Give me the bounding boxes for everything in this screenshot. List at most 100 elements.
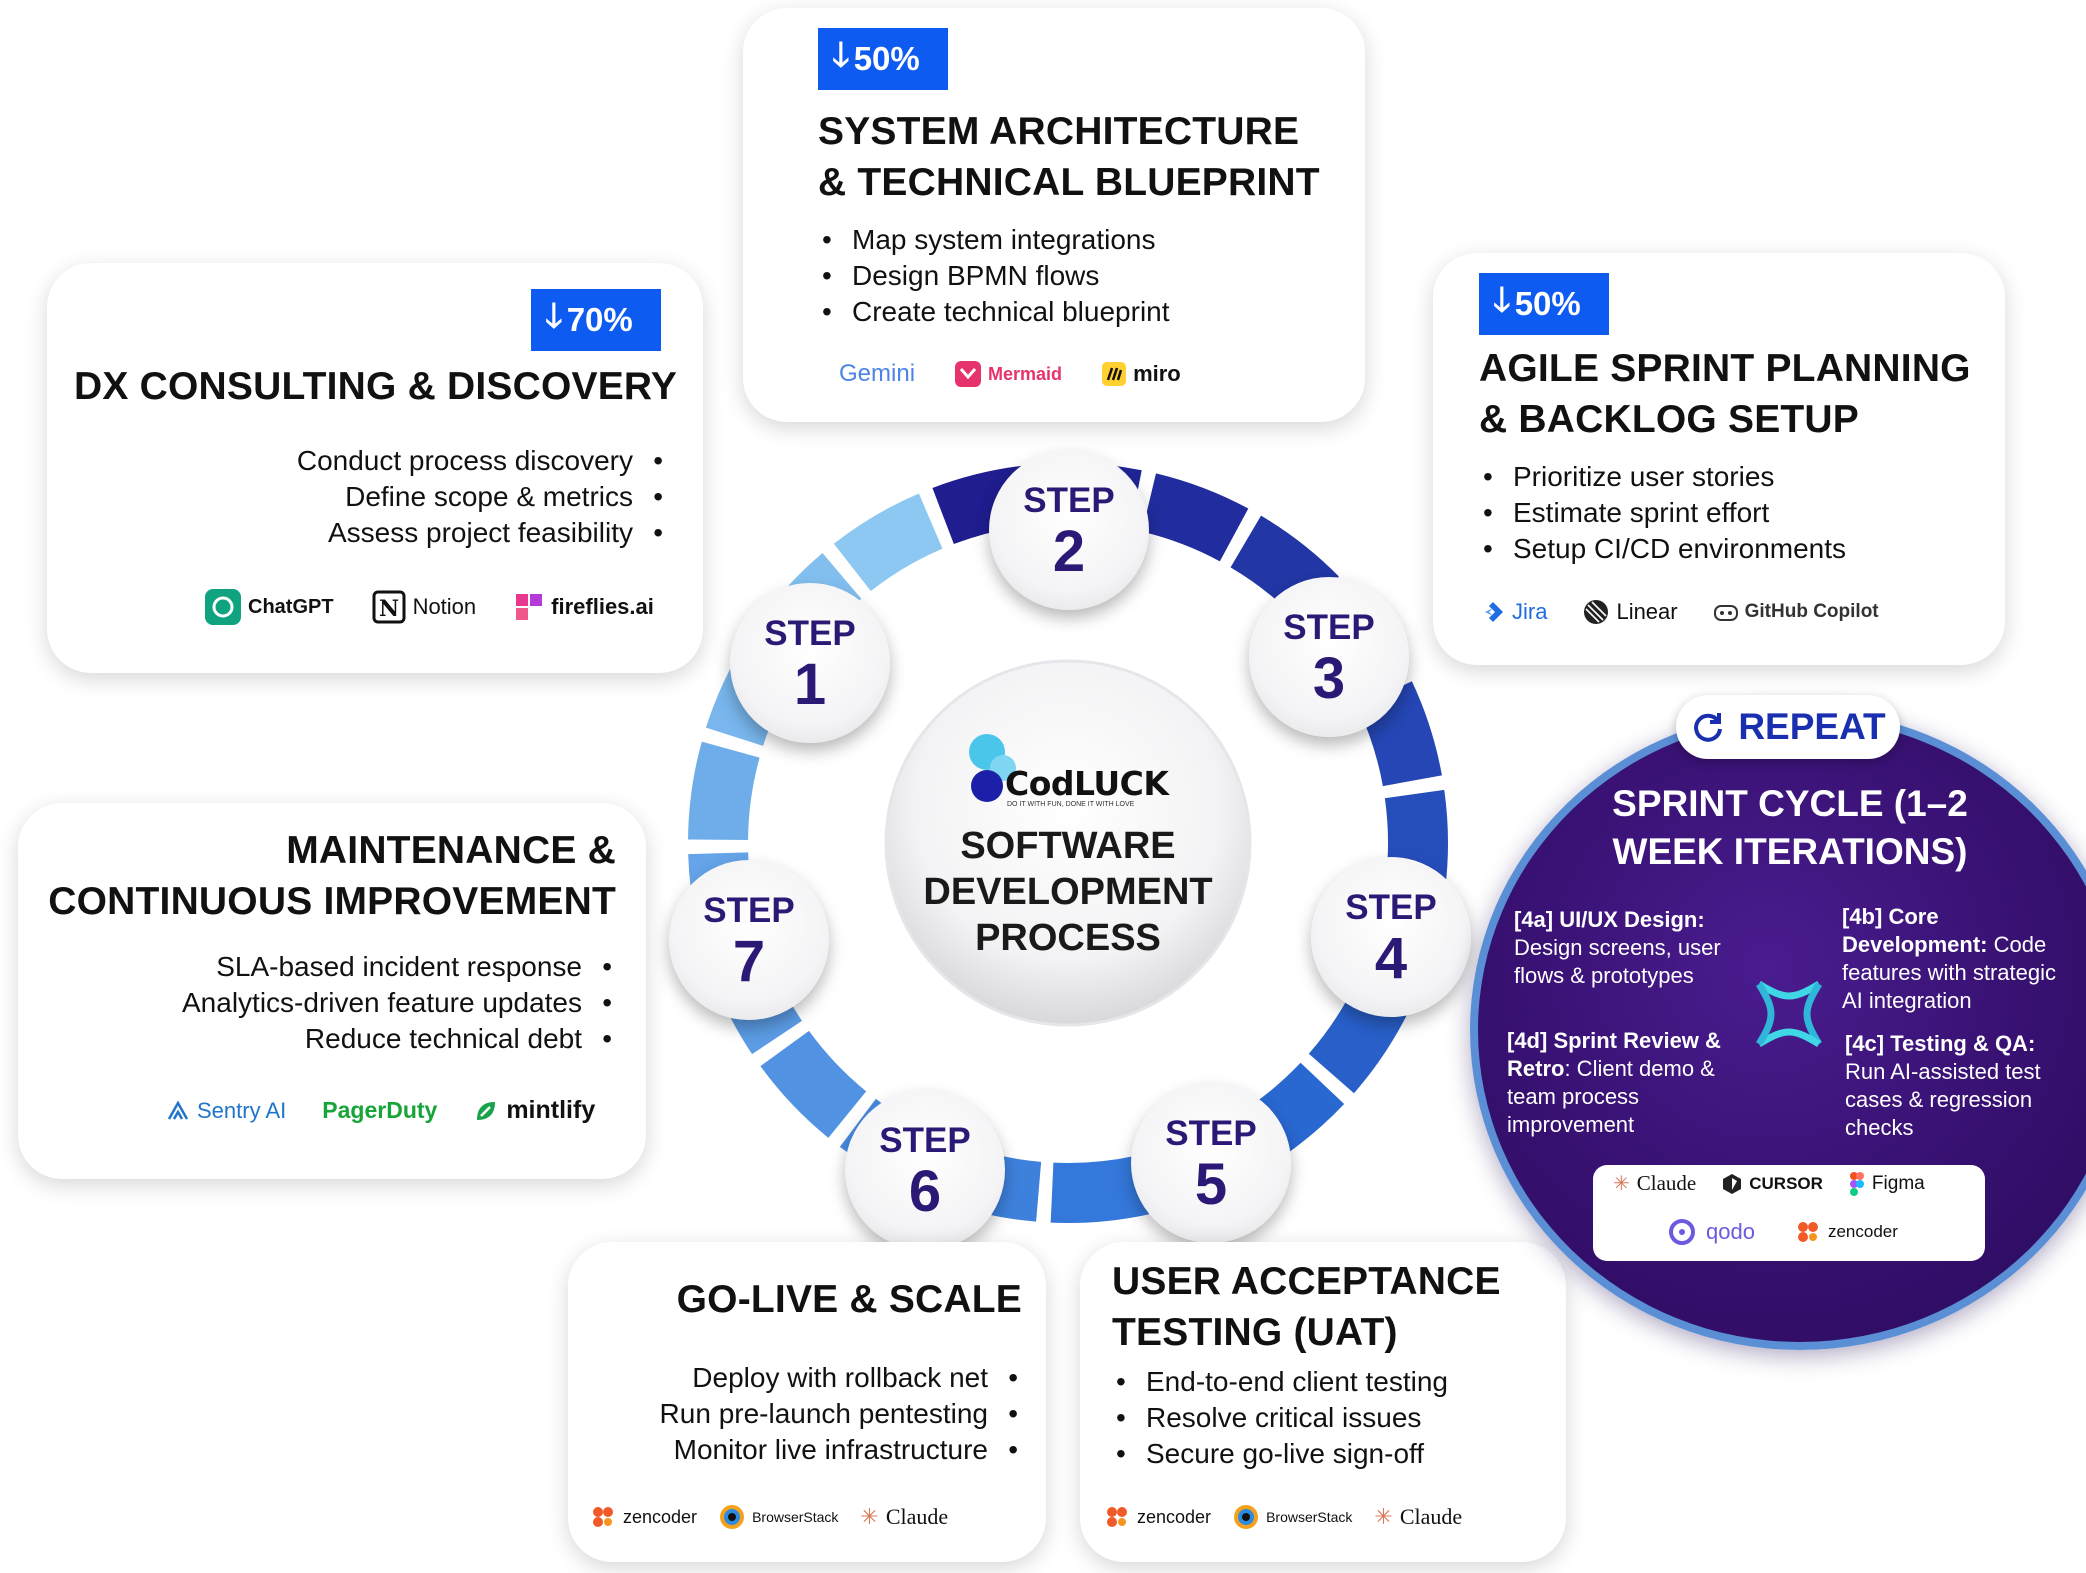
card-go-live: GO-LIVE & SCALE Deploy with rollback net… xyxy=(568,1242,1046,1562)
ring-segment xyxy=(760,1030,867,1138)
tool-name: BrowserStack xyxy=(1266,1509,1353,1525)
sprint-item-heading: [4d] Sprint Review & Retro xyxy=(1507,1028,1721,1081)
center-logo: CodLUCK DO IT WITH FUN, DONE IT WITH LOV… xyxy=(965,728,1175,808)
mermaid-icon xyxy=(955,361,982,387)
sprint-item-text: Design screens, user flows & prototypes xyxy=(1514,935,1721,988)
chatgpt-logo: ChatGPT xyxy=(205,589,334,625)
mintlify-logo: mintlify xyxy=(473,1096,595,1125)
bullet-list: Map system integrations Design BPMN flow… xyxy=(818,222,1170,330)
tool-name: zencoder xyxy=(1827,1222,1898,1241)
tool-name: zencoder xyxy=(1137,1506,1212,1527)
step-2[interactable]: STEP 2 xyxy=(989,450,1149,610)
title-line: AGILE SPRINT PLANNING xyxy=(1479,347,1971,390)
fireflies-logo: fireflies.ai xyxy=(514,592,654,622)
tool-logos: Jira Linear GitHub Copilot xyxy=(1481,599,1879,625)
bullet-item: Deploy with rollback net xyxy=(660,1360,1022,1396)
tool-name: Mermaid xyxy=(988,363,1063,384)
cycle-knot-icon xyxy=(1756,981,1822,1047)
tool-name: mintlify xyxy=(506,1096,596,1124)
copilot-icon xyxy=(1713,605,1738,621)
step-number: 4 xyxy=(1374,926,1408,991)
repeat-label: REPEAT xyxy=(1738,706,1886,747)
logo-text: CodLUCK xyxy=(1005,764,1169,803)
badge-value: 50% xyxy=(853,40,920,77)
bullet-item: Map system integrations xyxy=(818,222,1170,258)
step-label: STEP xyxy=(764,614,856,653)
browserstack-icon xyxy=(1234,1505,1259,1529)
step-number: 7 xyxy=(732,929,766,994)
zencoder-icon xyxy=(593,1507,613,1527)
title-line: CONTINUOUS IMPROVEMENT xyxy=(48,880,616,923)
card-system-architecture: 🡓50% SYSTEM ARCHITECTURE & TECHNICAL BLU… xyxy=(743,8,1365,422)
tool-logos: Sentry AI PagerDuty mintlify xyxy=(166,1096,595,1125)
title-line: & BACKLOG SETUP xyxy=(1479,398,1860,441)
card-dx-consulting: 🡓70% DX CONSULTING & DISCOVERY Conduct p… xyxy=(47,263,703,673)
card-title: MAINTENANCE & CONTINUOUS IMPROVEMENT xyxy=(48,825,616,927)
center-title-line3: PROCESS xyxy=(975,917,1161,959)
figma-icon xyxy=(1849,1171,1864,1196)
card-title: USER ACCEPTANCE TESTING (UAT) xyxy=(1112,1256,1501,1358)
tool-name: ChatGPT xyxy=(248,595,334,618)
step-3[interactable]: STEP 3 xyxy=(1249,577,1409,737)
tool-name: Notion xyxy=(412,594,477,619)
bullet-item: Conduct process discovery xyxy=(297,443,667,479)
claude-icon: ✳ xyxy=(1613,1173,1630,1195)
center-title-line1: SOFTWARE xyxy=(960,825,1176,867)
title-line: SYSTEM ARCHITECTURE xyxy=(818,110,1300,153)
tool-name: Claude xyxy=(885,1504,949,1529)
step-6[interactable]: STEP 6 xyxy=(845,1090,1005,1250)
step-label: STEP xyxy=(879,1121,971,1160)
github-copilot-logo: GitHub Copilot xyxy=(1713,601,1879,623)
tool-name: Gemini xyxy=(839,360,916,387)
pagerduty-logo: PagerDuty xyxy=(322,1097,437,1124)
sprint-item-text: : Client demo & team process improvement xyxy=(1507,1056,1715,1137)
ring-segment xyxy=(1142,473,1249,562)
claude-icon: ✳ xyxy=(1374,1504,1393,1529)
bullet-list: Prioritize user stories Estimate sprint … xyxy=(1479,459,1846,567)
tool-logos-row2: qodo zencoder xyxy=(1669,1219,1898,1245)
zencoder-logo: zencoder xyxy=(1104,1504,1211,1530)
sprint-item-4c: [4c] Testing & QA: Run AI-assisted test … xyxy=(1845,1030,2065,1142)
linear-icon xyxy=(1584,600,1609,624)
card-maintenance: MAINTENANCE & CONTINUOUS IMPROVEMENT SLA… xyxy=(18,803,646,1179)
step-1[interactable]: STEP 1 xyxy=(730,583,890,743)
claude-logo: ✳ Claude xyxy=(1374,1504,1462,1530)
tool-logos: ChatGPT N Notion fireflies.ai xyxy=(205,589,654,625)
tool-name: PagerDuty xyxy=(322,1097,438,1123)
bullet-item: Define scope & metrics xyxy=(297,479,667,515)
browserstack-icon xyxy=(720,1505,745,1529)
miro-icon xyxy=(1102,362,1127,386)
step-4[interactable]: STEP 4 xyxy=(1311,857,1471,1017)
sprint-item-text: Run AI-assisted test cases & regression … xyxy=(1845,1059,2041,1140)
step-7[interactable]: STEP 7 xyxy=(669,860,829,1020)
mintlify-icon xyxy=(477,1101,496,1120)
title-line: USER ACCEPTANCE xyxy=(1112,1260,1501,1303)
bullet-list: Deploy with rollback net Run pre-launch … xyxy=(660,1360,1022,1468)
tool-logos: zencoder BrowserStack ✳ Claude xyxy=(1104,1504,1462,1530)
card-title: AGILE SPRINT PLANNING & BACKLOG SETUP xyxy=(1479,343,1971,445)
bullet-item: Prioritize user stories xyxy=(1479,459,1846,495)
step-5[interactable]: STEP 5 xyxy=(1131,1083,1291,1243)
miro-logo: miro xyxy=(1102,361,1181,387)
tool-name: Claude xyxy=(1636,1171,1697,1195)
tool-logos: zencoder BrowserStack ✳ Claude xyxy=(590,1504,948,1530)
step-number: 1 xyxy=(793,652,827,717)
title-line: TESTING (UAT) xyxy=(1112,1311,1398,1354)
refresh-icon xyxy=(1694,713,1723,742)
bullet-item: Analytics-driven feature updates xyxy=(182,985,616,1021)
card-title: DX CONSULTING & DISCOVERY xyxy=(74,365,678,408)
repeat-pill[interactable]: REPEAT xyxy=(1676,695,1900,759)
tool-name: miro xyxy=(1133,361,1181,386)
arrow-down-icon: 🡓 xyxy=(1493,280,1511,319)
ring-segment xyxy=(688,741,760,841)
step-label: STEP xyxy=(1345,888,1437,927)
step-label: STEP xyxy=(1023,481,1115,520)
center-title: SOFTWARE DEVELOPMENT PROCESS xyxy=(900,823,1236,961)
card-agile-sprint: 🡓50% AGILE SPRINT PLANNING & BACKLOG SET… xyxy=(1433,253,2005,665)
sprint-item-text: Code features with strategic AI integrat… xyxy=(1842,932,2056,1013)
fireflies-icon xyxy=(516,594,543,620)
bullet-item: Resolve critical issues xyxy=(1112,1400,1448,1436)
ring-segment xyxy=(1050,1155,1150,1223)
qodo-logo: qodo xyxy=(1669,1219,1755,1245)
gemini-logo: Gemini xyxy=(839,360,915,388)
